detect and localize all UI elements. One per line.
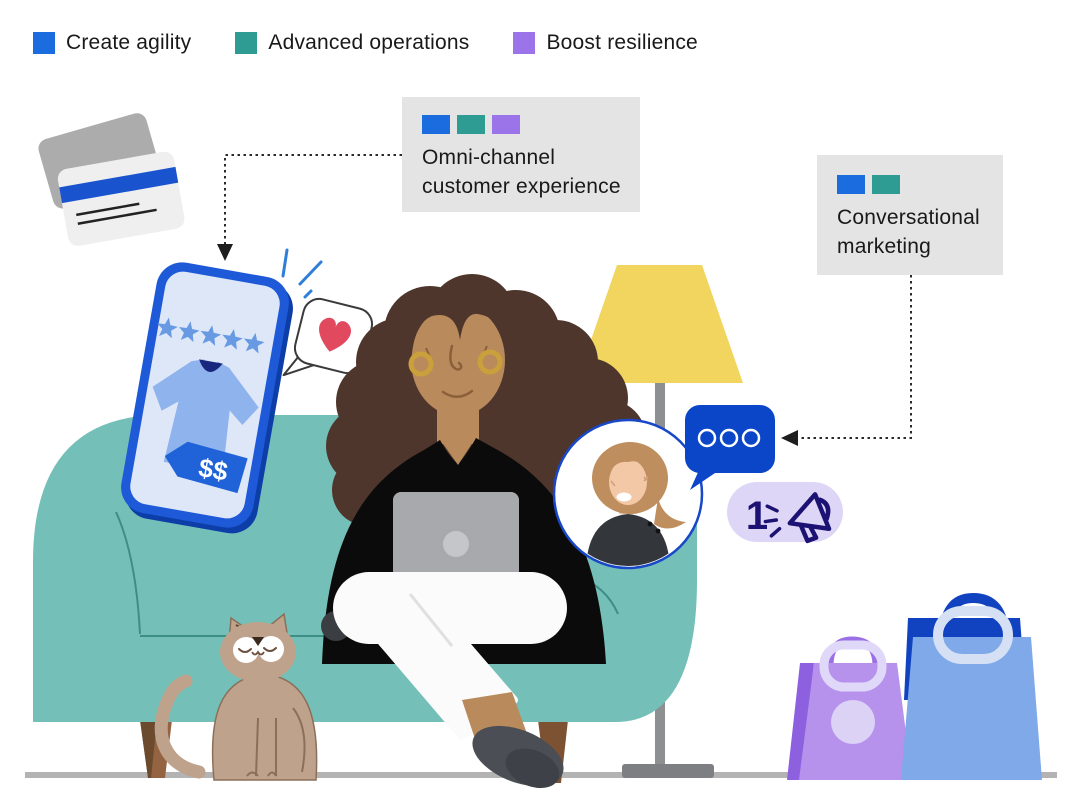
sparkle-icon — [281, 248, 323, 299]
category-tags — [837, 175, 1003, 194]
notification-count: 1 — [746, 494, 768, 538]
conversational-callout-arrow — [781, 275, 912, 446]
create-agility-swatch — [33, 32, 55, 54]
price-tag-label: $$ — [196, 452, 230, 487]
create-agility-tag — [422, 115, 450, 134]
tshirt-product-icon — [152, 359, 259, 473]
smile — [441, 389, 474, 398]
callout-title: Conversational marketing — [837, 203, 1003, 261]
legs-and-shoes — [321, 572, 567, 789]
typing-chat-bubble-icon — [685, 405, 775, 490]
purple-shopping-bag — [787, 636, 912, 780]
legend-item-create-agility: Create agility — [33, 31, 191, 55]
shopping-bags-icon — [787, 592, 1042, 780]
shoe-icon — [472, 725, 564, 789]
legend-label: Advanced operations — [268, 31, 470, 54]
legend-label: Boost resilience — [546, 31, 698, 54]
price-tag-icon: $$ — [164, 441, 248, 494]
advanced-operations-tag — [457, 115, 485, 134]
callout-line: Conversational — [837, 206, 980, 229]
create-agility-tag — [837, 175, 865, 194]
notification-megaphone-icon — [763, 492, 832, 544]
omni-channel-callout: Omni-channel customer experience — [402, 97, 640, 212]
blue-shopping-bag — [901, 592, 1042, 780]
callout-title: Omni-channel customer experience — [422, 143, 640, 201]
advanced-operations-swatch — [235, 32, 258, 54]
earring-icon — [477, 349, 503, 375]
omni-callout-arrow — [217, 154, 402, 261]
category-tags — [422, 115, 640, 134]
earring-icon — [408, 351, 434, 377]
legend: Create agility Advanced operations Boost… — [33, 31, 698, 55]
legend-label: Create agility — [66, 31, 192, 54]
notification-badge: 1 — [727, 482, 843, 544]
conversational-marketing-callout: Conversational marketing — [817, 155, 1003, 275]
credit-cards-icon — [38, 113, 185, 246]
callout-line: customer experience — [422, 175, 621, 198]
legend-item-advanced-operations: Advanced operations — [235, 31, 469, 55]
nose — [449, 344, 463, 371]
boost-resilience-tag — [492, 115, 520, 134]
advanced-operations-tag — [872, 175, 900, 194]
smartphone-icon: $$ — [121, 262, 293, 534]
face — [411, 304, 505, 416]
callout-line: marketing — [837, 235, 932, 258]
legend-item-boost-resilience: Boost resilience — [513, 31, 698, 55]
video-call-avatar-icon — [552, 418, 704, 570]
heart-like-icon — [282, 297, 374, 377]
boost-resilience-swatch — [513, 32, 536, 54]
callout-line: Omni-channel — [422, 146, 556, 169]
cat-icon — [154, 612, 318, 781]
